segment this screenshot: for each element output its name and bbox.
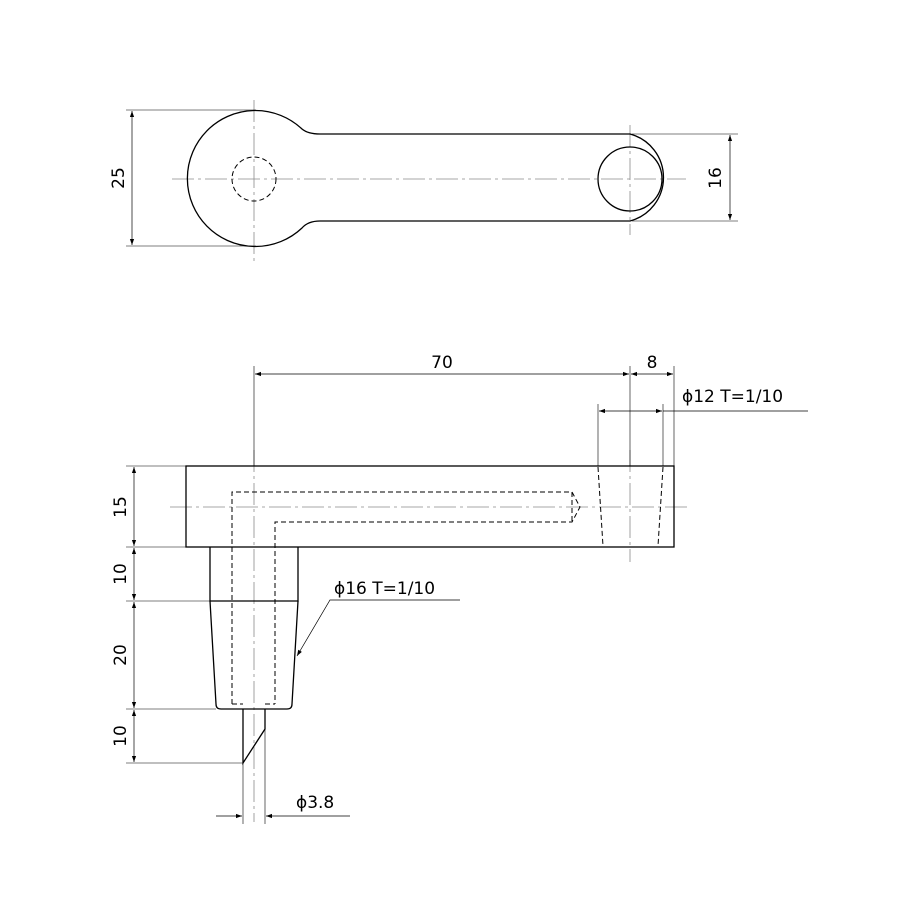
dim-hole-spec-label: ϕ12 T=1/10 <box>682 387 783 407</box>
side-view-arm-body <box>185 465 675 548</box>
dim-15-label: 15 <box>111 496 131 518</box>
side-view-internal-passage <box>231 491 581 704</box>
top-view-hidden-hole <box>231 156 277 202</box>
dim-20-label: 20 <box>111 644 131 666</box>
dim-tip-diameter-label: ϕ3.8 <box>296 793 334 813</box>
dim-16-label: 16 <box>706 167 726 189</box>
top-view-outline <box>186 109 665 248</box>
dim-25-label: 25 <box>109 167 129 189</box>
side-view-tapered-hole-left-edge <box>597 466 604 547</box>
dim-10-tip-label: 10 <box>111 725 131 747</box>
dim-10-collar-label: 10 <box>111 563 131 585</box>
top-view-through-hole <box>597 146 663 212</box>
dim-70-label: 70 <box>431 353 453 373</box>
top-view: 25 16 <box>109 100 738 262</box>
dim-taper-spec-label: ϕ16 T=1/10 <box>334 579 435 599</box>
side-view-tapered-hole-right-edge <box>657 466 664 547</box>
side-view-collar <box>209 547 299 602</box>
side-view-tip <box>242 709 266 766</box>
dim-8-label: 8 <box>647 353 658 373</box>
side-view-tapered-shank <box>209 600 299 710</box>
side-view: 70 8 ϕ12 T=1/10 15 10 20 10 ϕ16 T=1/10 <box>111 353 808 824</box>
dim-taper-spec-leader <box>296 599 460 657</box>
